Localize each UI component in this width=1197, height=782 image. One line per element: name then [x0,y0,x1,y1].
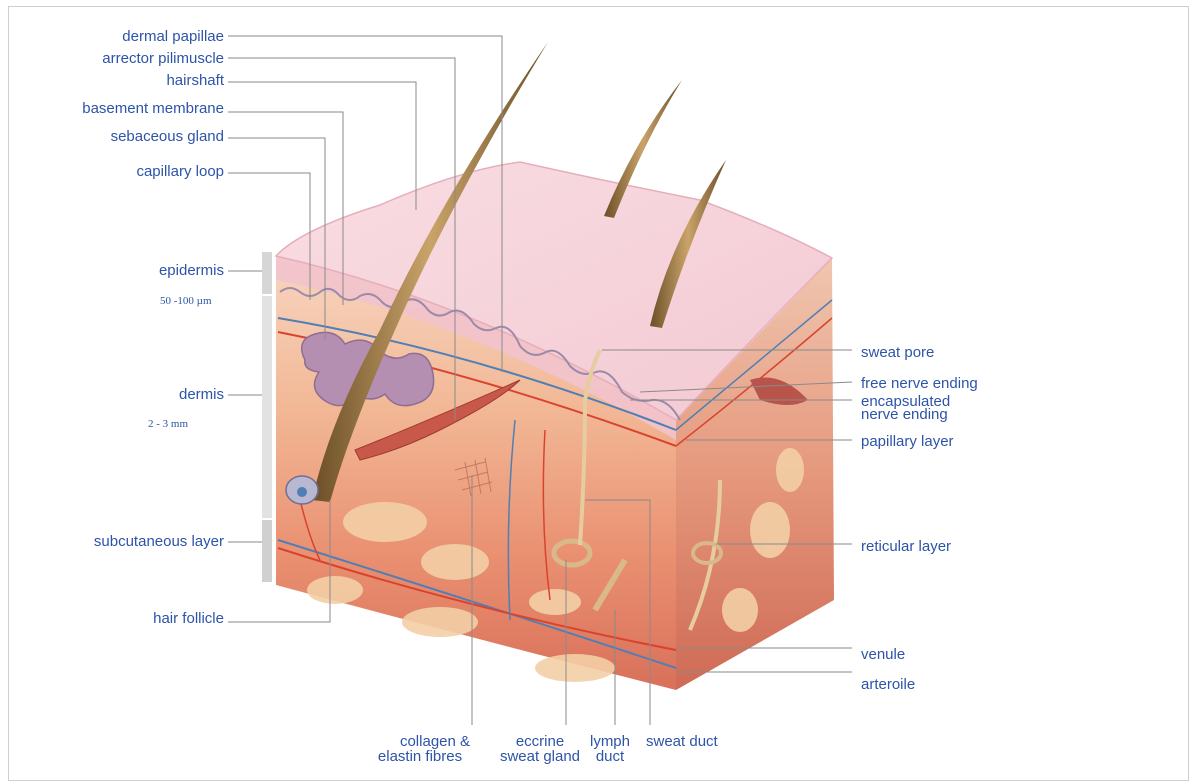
epidermis-thickness: 50 -100 µm [160,295,212,307]
label-arteroile: arteroile [861,677,915,693]
label-sweat-pore: sweat pore [861,345,934,361]
label-encapsulated-line2: nerve ending [861,408,950,421]
label-venule: venule [861,647,905,663]
label-dermis: dermis [179,387,224,403]
label-lymph-line1: lymph [584,734,636,749]
label-collagen-line2: elastin fibres [360,749,480,764]
label-encapsulated-nerve-ending: encapsulated nerve ending [861,395,950,421]
label-sebaceous-gland: sebaceous gland [111,129,224,145]
label-arrector-pilimuscle: arrector pilimuscle [102,51,224,67]
label-subcutaneous-layer: subcutaneous layer [94,534,224,550]
label-sweat-duct: sweat duct [646,734,718,750]
skin-block [276,162,834,690]
label-lymph-line2: duct [584,749,636,764]
label-collagen-line1: collagen & [360,734,480,749]
label-reticular-layer: reticular layer [861,539,951,555]
label-epidermis: epidermis [159,263,224,279]
label-dermal-papillae: dermal papillae [122,29,224,45]
depth-scale-bar [262,252,272,582]
label-capillary-loop: capillary loop [136,164,224,180]
label-collagen-elastin-fibres: collagen & elastin fibres [360,734,480,764]
leader-hairshaft [228,82,416,210]
dermis-thickness: 2 - 3 mm [148,418,188,430]
label-eccrine-sweat-gland: eccrine sweat gland [480,734,600,764]
label-hair-follicle: hair follicle [153,611,224,627]
label-hairshaft: hairshaft [166,73,224,89]
label-basement-membrane: basement membrane [82,101,224,117]
label-eccrine-line1: eccrine [480,734,600,749]
label-papillary-layer: papillary layer [861,434,954,450]
label-eccrine-line2: sweat gland [480,749,600,764]
label-lymph-duct: lymph duct [584,734,636,764]
label-free-nerve-ending: free nerve ending [861,376,978,392]
